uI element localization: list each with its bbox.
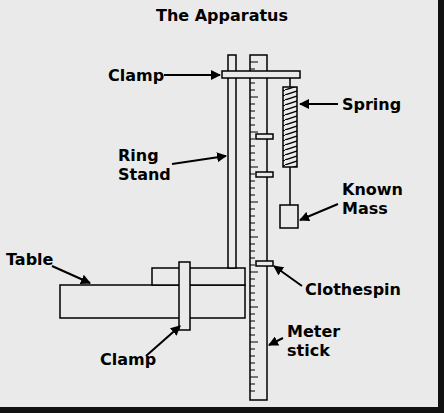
clothespin xyxy=(256,134,273,139)
stand-base xyxy=(152,268,245,285)
meter-ticks xyxy=(250,62,258,391)
part-label: Meter stick xyxy=(287,322,347,360)
part-label: Clamp xyxy=(100,350,156,369)
frame-edge xyxy=(0,407,444,413)
part-label: Table xyxy=(6,250,53,269)
table xyxy=(60,285,245,318)
part-label: Clothespin xyxy=(305,280,401,299)
meter-stick xyxy=(250,55,267,400)
part-label: Known Mass xyxy=(342,180,402,218)
table-clamp xyxy=(179,262,190,330)
part-label: Spring xyxy=(342,95,401,114)
part-label: Ring Stand xyxy=(118,146,178,184)
diagram-title: The Apparatus xyxy=(0,6,444,25)
part-label: Clamp xyxy=(108,66,164,85)
frame-edge xyxy=(438,0,444,413)
clothespin xyxy=(256,172,273,177)
spring xyxy=(283,87,297,167)
clothespin xyxy=(256,261,273,266)
known-mass xyxy=(280,205,298,228)
top-clamp xyxy=(222,71,300,78)
leader-lines xyxy=(52,75,338,356)
ring-stand-rod xyxy=(228,55,236,268)
